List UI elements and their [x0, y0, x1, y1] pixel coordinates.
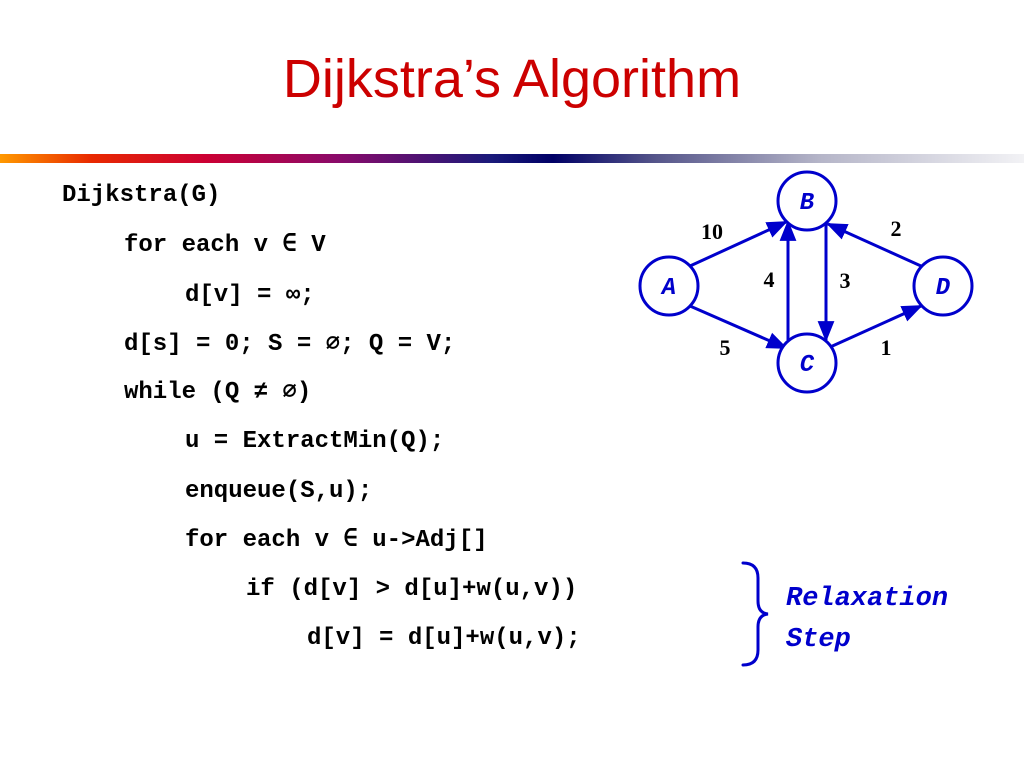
edge-weight-d-b: 2 [891, 216, 902, 241]
edge-weight-a-b: 10 [701, 219, 723, 244]
node-b-label: B [800, 190, 815, 217]
code-line-for-each-adjacent: for each v ∈ u->Adj[] [185, 527, 488, 554]
code-line-init-source: d[s] = 0; S = ∅; Q = V; [124, 331, 456, 358]
relaxation-label: Relaxation [786, 584, 949, 614]
code-line-relax-update: d[v] = d[u]+w(u,v); [307, 625, 581, 652]
edge-weight-b-c: 3 [840, 268, 851, 293]
right-curly-brace [741, 561, 769, 667]
node-c: C [776, 332, 838, 394]
title-underline-gradient [0, 154, 1024, 163]
code-line-while-loop: while (Q ≠ ∅) [124, 379, 312, 406]
node-a-label: A [660, 275, 676, 302]
step-label: Step [786, 625, 851, 655]
node-b: B [776, 170, 838, 232]
edge-a-c [689, 304, 788, 350]
code-line-enqueue: enqueue(S,u); [185, 478, 373, 505]
node-d-label: D [936, 275, 951, 302]
edge-c-d [827, 304, 923, 350]
code-line-init-distance: d[v] = ∞; [185, 282, 315, 309]
node-a: A [638, 255, 700, 317]
code-line-extract-min: u = ExtractMin(Q); [185, 428, 445, 455]
code-line-for-each-vertex: for each v ∈ V [124, 232, 326, 259]
edge-weight-a-c: 5 [720, 335, 731, 360]
node-d: D [912, 255, 974, 317]
code-line-function-header: Dijkstra(G) [62, 182, 221, 209]
edge-weight-c-b: 4 [764, 267, 775, 292]
node-c-label: C [800, 352, 815, 379]
edge-d-b [826, 222, 922, 268]
edge-weight-c-d: 1 [881, 335, 892, 360]
slide-title: Dijkstra’s Algorithm [282, 49, 742, 109]
edge-a-b [689, 220, 788, 268]
code-line-relax-condition: if (d[v] > d[u]+w(u,v)) [246, 576, 578, 603]
